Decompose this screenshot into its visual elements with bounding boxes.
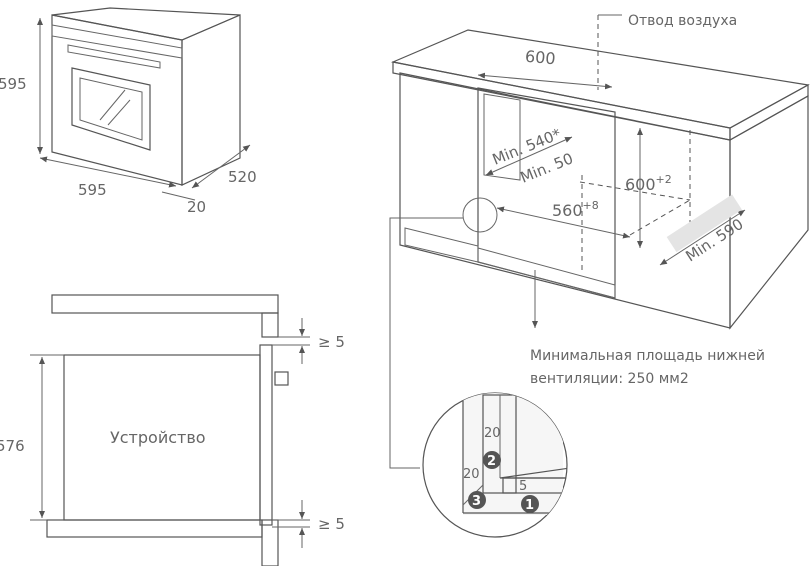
marker-3: 3 xyxy=(472,494,481,509)
section-height-label: 576 xyxy=(0,437,25,455)
ventilation-line-2: вентиляции: 250 мм2 xyxy=(530,371,689,387)
oven-front-label: 20 xyxy=(187,198,206,216)
gap-top-label: ≥ 5 xyxy=(318,333,345,351)
detail-dim-top: 20 xyxy=(484,426,501,441)
detail-dim-bottom: 5 xyxy=(519,479,527,494)
top-width-label: 600 xyxy=(524,47,556,69)
air-outlet-label: Отвод воздуха xyxy=(628,13,737,29)
side-section xyxy=(30,294,310,566)
height-600-label: 600+2 xyxy=(625,173,672,194)
marker-2: 2 xyxy=(487,454,496,469)
width-560-label: 560+8 xyxy=(552,199,599,220)
marker-1: 1 xyxy=(525,498,534,513)
oven-depth-label: 520 xyxy=(228,168,257,186)
gap-bottom-label: ≥ 5 xyxy=(318,515,345,533)
oven-width-label: 595 xyxy=(78,181,107,199)
detail-dim-left: 20 xyxy=(463,467,480,482)
detail-magnifier xyxy=(422,392,568,538)
oven-isometric xyxy=(37,7,251,201)
cabinet-isometric xyxy=(389,14,810,469)
device-label: Устройство xyxy=(110,428,206,447)
ventilation-line-1: Минимальная площадь нижней xyxy=(530,348,765,364)
oven-height-label: 595 xyxy=(0,75,27,93)
